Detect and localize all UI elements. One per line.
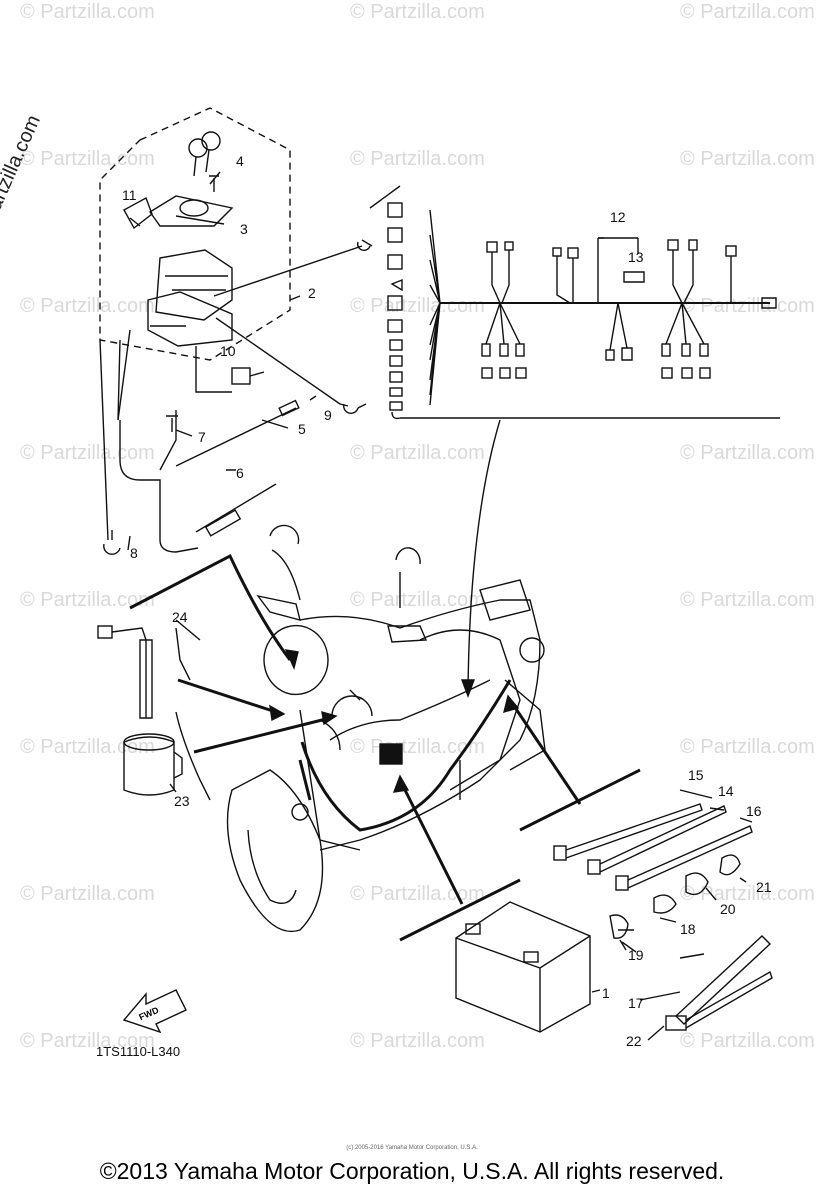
tube-17: [674, 935, 772, 1025]
harness-end-connector: [761, 297, 777, 309]
fuse-13: [623, 271, 645, 283]
watermark-text: © Partzilla.com: [680, 1030, 815, 1052]
clamp-18: [653, 894, 677, 914]
cable-tie-14: [587, 805, 727, 875]
callout-14: 14: [718, 783, 734, 799]
callout-22: 22: [626, 1033, 642, 1049]
key-icon: [188, 131, 221, 177]
watermark-text: © Partzilla.com: [20, 442, 155, 464]
watermark-text: © Partzilla.com: [680, 148, 815, 170]
fwd-label: FWD: [137, 1005, 160, 1023]
main-switch-body: [155, 249, 233, 321]
bolt-8: [103, 530, 121, 555]
watermark-text: © Partzilla.com: [350, 589, 485, 611]
watermark-text: © Partzilla.com: [350, 883, 485, 905]
cable-tie-22: [665, 970, 773, 1031]
callout-3: 3: [240, 221, 248, 237]
part-24-wire: [97, 625, 153, 719]
callout-21: 21: [756, 879, 772, 895]
watermark-text: © Partzilla.com: [20, 1030, 155, 1052]
watermark-text: © Partzilla.com: [350, 442, 485, 464]
watermark-text: © Partzilla.com: [680, 295, 815, 317]
callout-18: 18: [680, 921, 696, 937]
callout-5: 5: [298, 421, 306, 437]
watermark-text: © Partzilla.com: [350, 148, 485, 170]
callout-13: 13: [628, 249, 644, 265]
scooter-wire-thick-2: [298, 759, 312, 801]
watermark-text: © Partzilla.com: [20, 736, 155, 758]
watermark-text: © Partzilla.com: [20, 883, 155, 905]
switch-connector: [231, 367, 251, 385]
harness-box-top: [369, 185, 401, 209]
callout-24: 24: [172, 609, 188, 625]
callout-7: 7: [198, 429, 206, 445]
battery-1: [455, 901, 591, 1033]
cable-tie-15: [553, 803, 703, 861]
watermark-text: © Partzilla.com: [680, 442, 815, 464]
harness-connectors-upper: [486, 239, 737, 259]
watermark-text: © Partzilla.com: [20, 295, 155, 317]
callout-10: 10: [220, 343, 236, 359]
bolt-top: [356, 239, 373, 252]
callout-12: 12: [610, 209, 626, 225]
fine-print: (c) 2005-2016 Yamaha Motor Corporation, …: [346, 1145, 478, 1151]
switch-cover-plate: [148, 195, 234, 227]
callout-19: 19: [628, 947, 644, 963]
callout-23: 23: [174, 793, 190, 809]
scooter-illustration: [226, 524, 546, 932]
watermark-text: © Partzilla.com: [20, 589, 155, 611]
clamp-21: [719, 854, 741, 876]
diagram-code: 1TS1110-L340: [96, 1044, 180, 1059]
cable-5: [175, 395, 317, 467]
pointer-to-ties: [508, 699, 582, 805]
watermark-grid: © Partzilla.com © Partzilla.com © Partzill…: [20, 1, 815, 1052]
harness-pointer-line: [467, 419, 501, 691]
watermark-text: © Partzilla.com: [350, 1, 485, 23]
watermark-text: © Partzilla.com: [350, 295, 485, 317]
watermark-text: © Partzilla.com: [350, 736, 485, 758]
harness-connectors-left: [387, 202, 403, 411]
callout-9: 9: [324, 407, 332, 423]
cable-6: [195, 483, 277, 533]
watermark-text: © Partzilla.com: [20, 148, 155, 170]
callout-6: 6: [236, 465, 244, 481]
pointer-to-battery: [398, 779, 464, 905]
cap-11: [123, 196, 153, 230]
callout-15: 15: [688, 767, 704, 783]
watermark-text: © Partzilla.com: [680, 736, 815, 758]
callout-4: 4: [236, 153, 244, 169]
callout-11: 11: [122, 187, 137, 203]
callout-2: 2: [308, 285, 316, 301]
main-switch-bracket: [147, 291, 233, 347]
bolt-9: [343, 403, 367, 414]
scooter-wire-thick: [300, 679, 512, 832]
copyright-footer: ©2013 Yamaha Motor Corporation, U.S.A. A…: [99, 1158, 725, 1184]
clamp-20: [685, 872, 709, 896]
callout-8: 8: [130, 545, 138, 561]
watermark-text: © Partzilla.com: [350, 1030, 485, 1052]
callout-1: 1: [602, 985, 610, 1001]
fwd-arrow-icon: [122, 989, 187, 1034]
battery-location: [379, 743, 403, 765]
main-switch-dashed-box: [99, 107, 291, 361]
harness-connectors-lower: [481, 343, 711, 379]
watermark-text: © Partzilla.com: [680, 883, 815, 905]
clamp-19: [609, 914, 634, 951]
watermark-text: © Partzilla.com: [680, 1, 815, 23]
callout-17: 17: [628, 995, 644, 1011]
callout-20: 20: [720, 901, 736, 917]
lead-wire: [117, 339, 199, 553]
cable-tie-16: [615, 825, 753, 891]
watermark-text: © Partzilla.com: [20, 1, 155, 23]
watermark-text: © Partzilla.com: [680, 589, 815, 611]
callout-16: 16: [746, 803, 762, 819]
